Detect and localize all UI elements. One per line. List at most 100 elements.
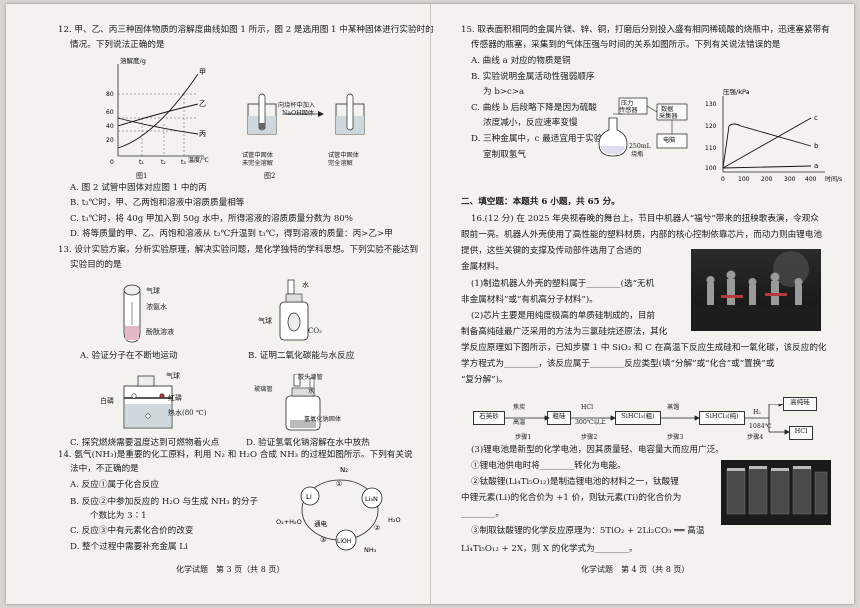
flow-step3: 步骤3 [667,434,684,441]
q16-q3-line6: ③制取钛酸锂的化学反应原理为：5TiO₂ + 2Li₂CO₃ ══ 高温 [471,526,705,536]
label-nh3: NH₃ [364,546,377,554]
q14-option-a: A. 反应①属于化合反应 [70,480,160,490]
fig1-caption: 图1 [136,172,148,180]
node-li: Li [306,493,312,501]
q16-q3-line2: ①锂电池供电时将________转化为电能。 [471,461,626,471]
q14-stem-line2: 法中，不正确的是 [70,464,139,474]
q13-a-caption: A. 验证分子在不断地运动 [80,351,178,361]
graph-x300: 300 [784,176,796,183]
q12-stem-line1: 12. 甲、乙、丙三种固体物质的溶解度曲线如图 1 所示，图 2 是选用图 1 … [58,25,434,35]
q15-pressure-graph: 压强/kPa 130 120 110 100 0 100 200 300 400… [705,88,842,183]
q12-option-a: A. 图 2 试管中固体对应图 1 中的丙 [70,183,207,193]
q13-c-label4: 热水(80 ℃) [168,409,207,417]
fig2-caption: 图2 [264,172,276,180]
flow-arrow4-top: H₂ [753,409,761,416]
flask-label1: 250mL [629,143,651,150]
label-step1: ① [336,480,342,488]
robot-dance-photo [691,249,821,331]
curve-bing [117,117,199,135]
q16-q3-line4: 中锂元素(Li)的化合价为 +1 价，则钛元素(Ti)的化合价为 [461,493,682,503]
q12-option-b: B. t₂℃时，甲、乙两饱和溶液中溶质质量相等 [70,198,245,208]
graph-x0: 0 [721,176,725,183]
q13-d-caption: D. 验证氢氧化钠溶解在水中放热 [246,438,370,448]
node-li3n: Li₃N [365,495,378,503]
fig2-label-b1: 试管中固体 [328,152,359,159]
graph-y100: 100 [705,165,717,172]
fig1-xlabel: 温度/℃ [188,156,209,164]
label-jia: 甲 [199,68,206,76]
q16-q2-line1: (2)芯片主要是用纯度极高的单质硅制成的，目前 [471,311,656,321]
q13-b-caption: B. 证明二氧化碳能与水反应 [248,351,355,361]
curve-b [722,123,812,169]
q14-option-b: B. 反应②中参加反应的 H₂O 与生成 NH₃ 的分子 [70,497,259,507]
page3-footer: 化学试题 第 3 页（共 8 页） [176,565,285,574]
fig1-t3: t₃ [181,159,186,166]
label-h2o: H₂O [388,516,401,524]
q13-fig-a [123,284,141,343]
label-step2: ② [374,524,380,532]
q16-q3-line3: ②钛酸锂(Li₄Ti₅O₁₂)是制造锂电池的材料之一，钛酸锂 [471,477,679,487]
curve-a [722,165,812,169]
flow-box-quartz: 石英砂 [473,411,505,425]
q13-c-label1: 气球 [166,372,180,380]
q13-d-label4: 氢氧化钠固体 [304,416,342,423]
q12-beaker-figure [247,93,365,135]
flow-arrow1-bottom: 高温 [513,419,526,426]
fig2-label-a1: 试管中固体 [242,152,273,159]
section-2-heading: 二、填空题：本题共 6 小题，共 65 分。 [461,197,620,207]
q13-stem-line2: 实验目的的是 [70,260,122,270]
graph-x200: 200 [761,176,773,183]
q15-option-b: B. 实验说明金属活动性强弱顺序 [471,72,595,82]
fig1-ylabel: 溶解度/g [120,56,146,65]
q13-b-label2: 气球 [258,317,272,325]
label-step3: ③ [320,536,326,544]
q13-b-label1: 水 [302,281,309,289]
q13-d-label1: 胶头滴管 [298,374,323,381]
q13-d-label3: 水 [308,388,315,395]
q16-para-line3: 提供，这些关键的支撑及传动部件选用了合适的 [461,246,642,256]
q14-option-b-cont: 个数比为 3∶1 [90,511,147,521]
q16-q2-line3: 学反应原理如下图所示，已知步骤 1 中 SiO₂ 和 C 在高温下反应生成硅和一… [461,343,827,353]
flow-arrow1-top: 焦炭 [513,404,526,411]
q16-para-line2: 眼前一亮。机器人外壳使用了高性能的塑料材质，内部的核心控制依靠芯片，而动力则由锂… [461,230,822,240]
curve-yi [117,103,199,127]
flow-arrow2-bottom: 300℃以上 [575,419,607,426]
q13-c-label2: 白磷 [100,397,114,405]
node-lioh: LiOH [337,538,351,545]
q16-q2-line4: 学方程式为________，该反应属于________反应类型(填“分解”或“化… [461,359,775,369]
battery-pack-photo [721,460,831,525]
flow-box-sihcl3-crude: SiHCl₃(粗) [615,411,661,425]
q13-d-label2: 玻璃管 [254,386,273,393]
fig1-origin: 0 [110,159,114,166]
page4-footer: 化学试题 第 4 页（共 8 页） [581,565,690,574]
q15-option-a: A. 曲线 a 对应的物质是铜 [471,56,571,66]
q16-q3-line7: Li₄Ti₅O₁₂ + 2X，则 X 的化学式为________。 [461,544,638,554]
q15-stem-line1: 15. 取表面积相同的金属片镁、锌、铜，打磨后分别投入盛有相同稀硫酸的烧瓶中，迅… [461,25,830,35]
graph-label-b: b [814,142,819,150]
q15-option-b-cont: 为 b>c>a [483,87,525,97]
q13-fig-d [285,374,321,431]
q13-fig-c [123,375,173,429]
fig1-t1: t₁ [139,159,144,166]
q15-stem-line2: 传感器的瓶塞，采集到的气体压强与时间的关系如图所示。下列有关说法错误的是 [471,40,781,50]
q13-a-label3: 酚酞溶液 [146,328,174,336]
fig1-y20: 20 [106,137,114,144]
flow-box-pure-si: 高纯硅 [783,397,817,411]
graph-label-c: c [814,114,818,122]
fig2-arrow-text2: NaOH固体 [282,110,314,117]
q16-q3-line5: ________。 [461,509,504,519]
label-n2: N₂ [340,466,348,474]
q15-option-d-cont: 室制取氢气 [483,150,526,160]
graph-x100: 100 [738,176,750,183]
flow-arrow2-top: HCl [581,404,594,411]
fig1-y40: 40 [106,123,114,130]
graph-ylabel: 压强/kPa [723,88,750,96]
q16-para-line1: 16.(12 分) 在 2025 年央视春晚的舞台上，节目中机器人“福兮”带来的… [471,214,819,224]
page-3: 12. 甲、乙、丙三种固体物质的溶解度曲线如图 1 所示，图 2 是选用图 1 … [6,4,434,604]
q15-apparatus [598,97,688,157]
q14-option-c: C. 反应③中有元素化合价的改变 [70,526,194,536]
q16-q2-line2: 制备高纯硅最广泛采用的方法为三氯硅烷还原法，其化 [461,327,668,337]
fig1-y60: 60 [106,109,114,116]
graph-label-a: a [814,162,818,170]
q12-stem-line2: 情况。下列说法正确的是 [70,40,165,50]
